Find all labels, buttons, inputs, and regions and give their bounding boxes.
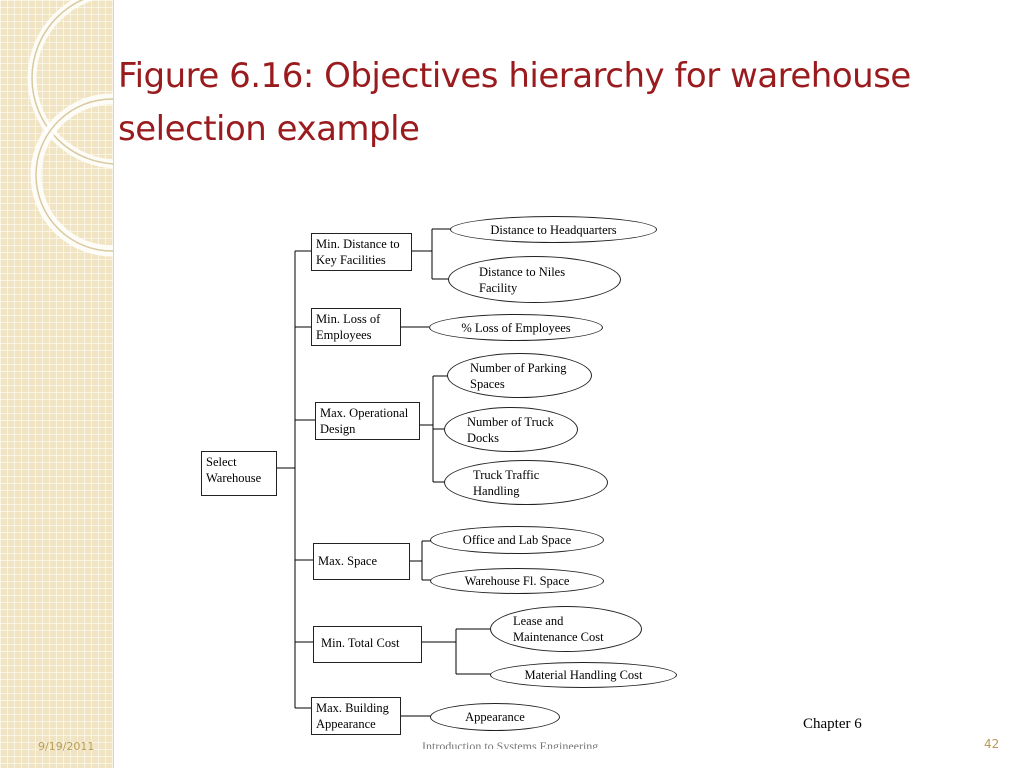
- chapter-label: Chapter 6: [803, 716, 862, 732]
- measure-oval-parking-spaces: Number of Parking Spaces: [447, 353, 592, 398]
- objective-box-min-loss-employees: Min. Loss of Employees: [311, 308, 401, 346]
- measure-oval-truck-traffic-handling: Truck Traffic Handling: [444, 460, 608, 505]
- measure-oval-distance-to-niles: Distance to Niles Facility: [448, 256, 621, 303]
- objective-box-max-building-appearance: Max. Building Appearance: [311, 697, 401, 735]
- footer-center-text: Introduction to Systems Engineering: [422, 739, 599, 749]
- objective-box-max-space: Max. Space: [313, 543, 410, 580]
- slide-title: Figure 6.16: Objectives hierarchy for wa…: [118, 56, 911, 149]
- decorative-rings: [27, 0, 113, 257]
- measure-oval-distance-to-headquarters: Distance to Headquarters: [450, 216, 657, 243]
- measure-oval-lease-maintenance-cost: Lease and Maintenance Cost: [490, 606, 642, 652]
- measure-oval-loss-of-employees: % Loss of Employees: [429, 314, 603, 341]
- measure-oval-warehouse-floor-space: Warehouse Fl. Space: [430, 568, 604, 594]
- measure-oval-appearance: Appearance: [430, 703, 560, 731]
- footer-date: 9/19/2011: [38, 740, 95, 753]
- objective-box-min-distance: Min. Distance to Key Facilities: [311, 233, 412, 271]
- measure-oval-material-handling-cost: Material Handling Cost: [490, 662, 677, 688]
- root-box-select-warehouse: Select Warehouse: [201, 451, 277, 496]
- objective-box-min-total-cost: Min. Total Cost: [313, 626, 422, 663]
- measure-oval-office-lab-space: Office and Lab Space: [430, 526, 604, 554]
- decorative-side-strip: [0, 0, 114, 768]
- objective-box-max-operational-design: Max. Operational Design: [315, 402, 420, 440]
- measure-oval-truck-docks: Number of Truck Docks: [444, 407, 578, 452]
- page-number: 42: [984, 737, 1000, 751]
